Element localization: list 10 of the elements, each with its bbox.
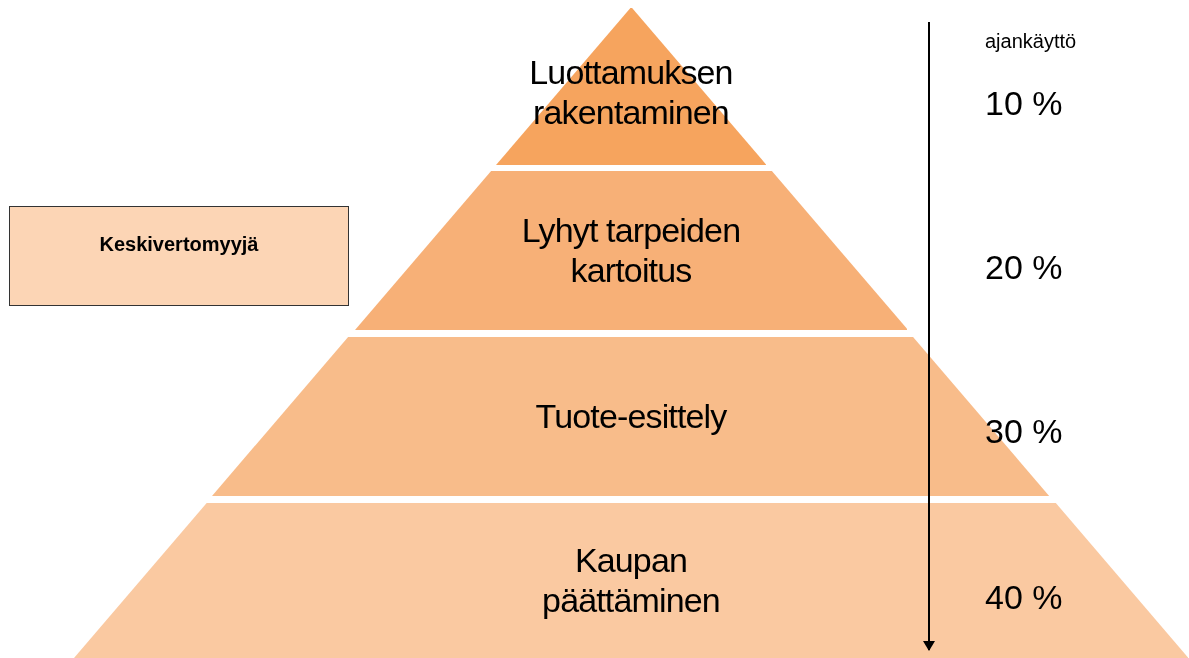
role-label: Keskivertomyyjä	[99, 232, 259, 257]
band-label: Kaupan päättäminen	[541, 540, 721, 620]
band-label: Lyhyt tarpeiden kartoitus	[520, 210, 742, 290]
percentage-label: 40 %	[985, 577, 1063, 618]
percentage-label: 20 %	[985, 247, 1063, 288]
band-label: Tuote-esittely	[535, 396, 727, 436]
percentage-label: 30 %	[985, 411, 1063, 452]
percentage-label: 10 %	[985, 83, 1063, 124]
role-box	[9, 206, 349, 306]
column-heading: ajankäyttö	[985, 29, 1077, 54]
